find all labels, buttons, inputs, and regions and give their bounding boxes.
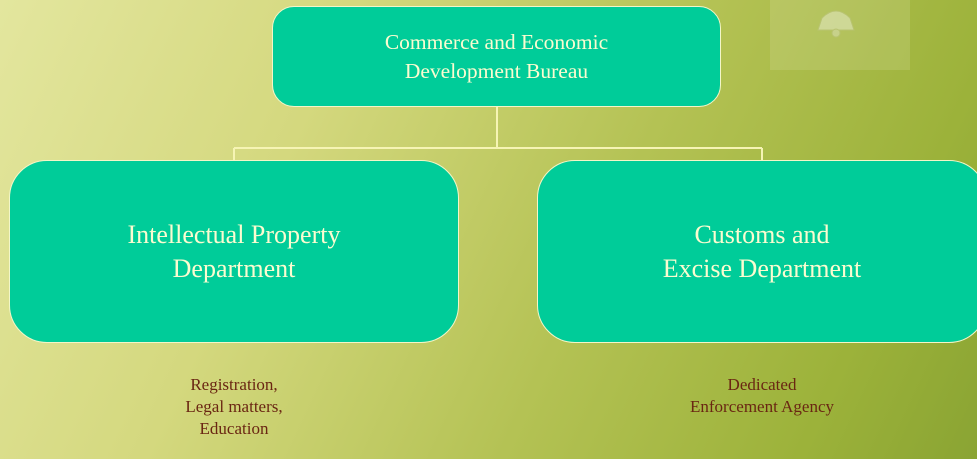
node-ip-line1: Intellectual Property bbox=[127, 219, 341, 249]
caption-customs-line1: Dedicated bbox=[727, 375, 797, 394]
node-commerce-bureau-line2: Development Bureau bbox=[404, 58, 589, 83]
node-commerce-bureau-line1: Commerce and Economic bbox=[384, 29, 609, 54]
node-customs-excise-department: Customs and Excise Department bbox=[537, 160, 977, 343]
node-customs-line1: Customs and bbox=[694, 219, 830, 249]
caption-ip-line2: Legal matters, bbox=[185, 397, 283, 416]
caption-ip-line3: Education bbox=[199, 419, 269, 438]
node-customs-line2: Excise Department bbox=[662, 253, 862, 283]
caption-ip-line1: Registration, bbox=[190, 375, 278, 394]
node-ip-line2: Department bbox=[172, 253, 296, 283]
caption-customs-line2: Enforcement Agency bbox=[690, 397, 834, 416]
node-commerce-bureau: Commerce and Economic Development Bureau bbox=[272, 6, 721, 107]
decorative-bell-icon bbox=[770, 0, 910, 70]
caption-customs-role: Dedicated Enforcement Agency bbox=[662, 374, 862, 418]
node-intellectual-property-department: Intellectual Property Department bbox=[9, 160, 459, 343]
caption-ip-responsibilities: Registration, Legal matters, Education bbox=[134, 374, 334, 440]
